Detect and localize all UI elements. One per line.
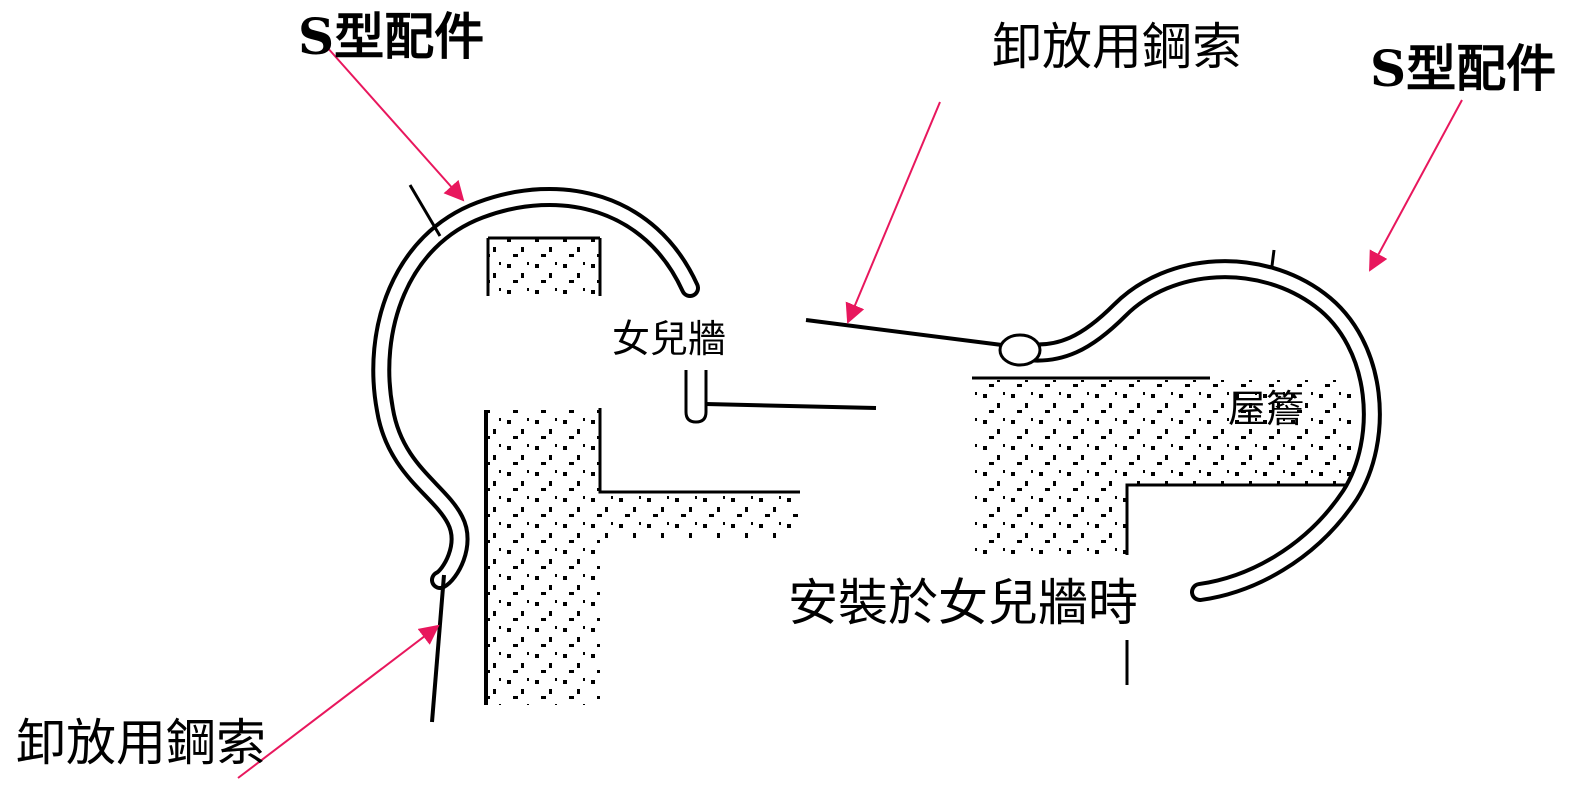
left-parapet-assembly [371, 184, 877, 723]
label-release-cable-bottom: 卸放用鋼索 [16, 714, 266, 772]
label-parapet: 女兒牆 [612, 317, 727, 361]
label-s-fitting-right: S型配件 [1370, 39, 1557, 98]
left-s-fitting [371, 184, 700, 590]
parapet-wall [484, 408, 800, 705]
right-s-fitting [998, 249, 1382, 602]
arrow-s-fitting-right [1369, 99, 1463, 272]
parapet-cap [486, 236, 602, 296]
eaves-slab [972, 376, 1352, 685]
label-release-cable-top: 卸放用鋼索 [992, 18, 1242, 76]
label-caption: 安裝於女兒牆時 [788, 574, 1138, 632]
arrow-release-cable-top [845, 101, 941, 324]
left-release-cable [430, 574, 446, 723]
arrow-s-fitting-left [325, 45, 465, 202]
right-eaves-assembly [805, 249, 1382, 685]
leader-arrows [237, 45, 1463, 779]
label-eaves: 屋簷 [1228, 387, 1305, 431]
right-release-cable [805, 318, 1003, 347]
arrow-release-cable-bottom [237, 624, 440, 779]
label-s-fitting-left: S型配件 [298, 7, 485, 66]
parapet-clamp [684, 370, 877, 424]
